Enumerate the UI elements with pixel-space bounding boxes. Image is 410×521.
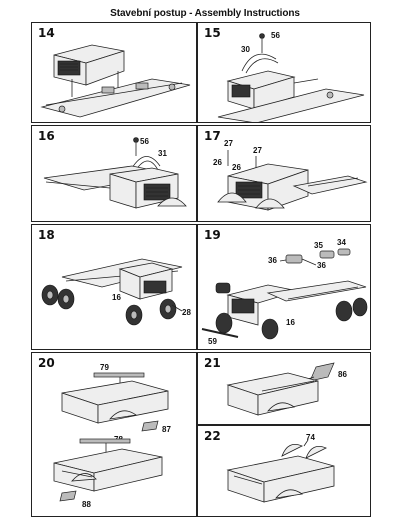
step-16-panel: 16 56 31 xyxy=(31,125,197,222)
part-label-36a: 36 xyxy=(268,256,277,265)
step-14-illustration xyxy=(40,44,191,118)
step-21-panel: 21 86 xyxy=(197,352,371,425)
part-label-31: 31 xyxy=(158,149,167,158)
part-label-26a: 26 xyxy=(213,158,222,167)
step-number: 18 xyxy=(38,228,55,242)
step-number: 20 xyxy=(38,356,55,370)
step-19-panel: 19 35 34 36 36 16 59 xyxy=(197,224,371,350)
step-number: 22 xyxy=(204,429,221,443)
step-22-illustration xyxy=(226,439,335,503)
part-label-74: 74 xyxy=(306,433,315,442)
step-15-panel: 15 56 30 xyxy=(197,22,371,123)
part-label-87: 87 xyxy=(162,425,171,434)
step-22-panel: 22 74 xyxy=(197,425,371,517)
part-label-59: 59 xyxy=(208,337,217,346)
part-label-16: 16 xyxy=(112,293,121,302)
step-number: 16 xyxy=(38,129,55,143)
step-20-illustration xyxy=(53,372,169,502)
part-label-27b: 27 xyxy=(253,146,262,155)
part-label-86: 86 xyxy=(338,370,347,379)
step-number: 14 xyxy=(38,26,55,40)
step-17-illustration xyxy=(217,150,368,211)
part-label-56: 56 xyxy=(140,137,149,146)
part-label-16: 16 xyxy=(286,318,295,327)
step-number: 21 xyxy=(204,356,221,370)
step-number: 19 xyxy=(204,228,221,242)
part-label-30: 30 xyxy=(241,45,250,54)
step-17-panel: 17 27 27 26 26 xyxy=(197,125,371,222)
part-label-88: 88 xyxy=(82,500,91,509)
step-20-panel: 20 79 87 78 88 xyxy=(31,352,197,517)
step-18-illustration xyxy=(41,258,183,326)
step-18-panel: 18 16 28 xyxy=(31,224,197,350)
part-label-35: 35 xyxy=(314,241,323,250)
part-label-36b: 36 xyxy=(317,261,326,270)
step-16-illustration xyxy=(43,137,187,209)
step-14-panel: 14 xyxy=(31,22,197,123)
page-title: Stavební postup - Assembly Instructions xyxy=(110,8,300,19)
part-label-26b: 26 xyxy=(232,163,241,172)
step-21-illustration xyxy=(226,362,335,416)
part-label-34: 34 xyxy=(337,238,346,247)
step-number: 17 xyxy=(204,129,221,143)
step-19-illustration xyxy=(201,248,368,340)
part-label-79: 79 xyxy=(100,363,109,372)
part-label-27a: 27 xyxy=(224,139,233,148)
step-number: 15 xyxy=(204,26,221,40)
step-15-illustration xyxy=(217,33,365,122)
part-label-28: 28 xyxy=(182,308,191,317)
part-label-56: 56 xyxy=(271,31,280,40)
